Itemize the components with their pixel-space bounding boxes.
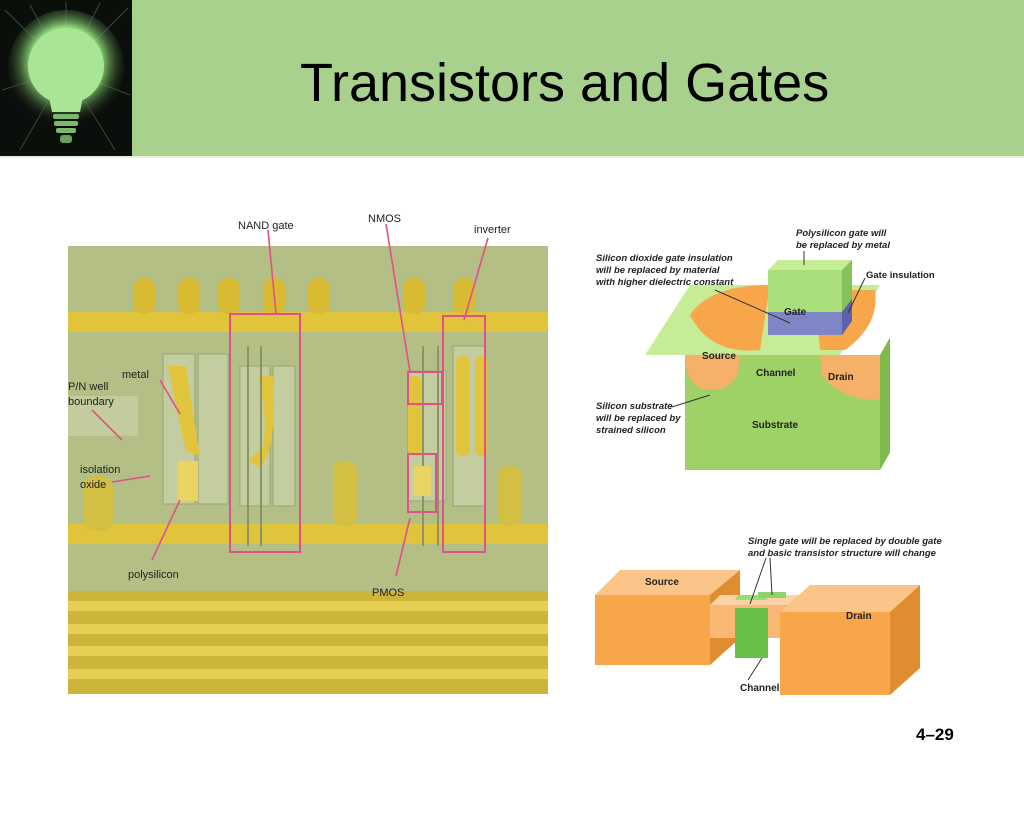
planar-source-label: Source xyxy=(702,351,736,362)
isolation-oxide-label-2: oxide xyxy=(80,479,107,491)
pn-well-label-2: boundary xyxy=(68,396,114,408)
planar-gate-label: Gate xyxy=(784,307,807,318)
sio2-callout-1: Silicon dioxide gate insulation xyxy=(596,253,733,264)
pmos-highlight xyxy=(407,453,437,513)
nand-gate-highlight xyxy=(229,313,301,553)
planar-channel-label: Channel xyxy=(756,368,796,379)
planar-drain-label: Drain xyxy=(828,372,854,383)
slide-number: 4–29 xyxy=(916,725,954,744)
gate-insulation-callout: Gate insulation xyxy=(866,270,935,281)
planar-substrate-label: Substrate xyxy=(752,420,799,431)
double-gate-diagram xyxy=(595,557,920,695)
micrograph-image xyxy=(68,246,548,694)
slide-title: Transistors and Gates xyxy=(300,53,830,113)
sio2-callout-2: will be replaced by material xyxy=(596,265,720,276)
inverter-highlight xyxy=(442,315,486,553)
inverter-label: inverter xyxy=(474,224,511,236)
metal-label: metal xyxy=(122,369,149,381)
chip-micrograph xyxy=(68,246,548,694)
micrograph-pointers xyxy=(91,223,489,577)
dg-channel-label: Channel xyxy=(740,683,780,694)
sio2-callout-3: with higher dielectric constant xyxy=(596,277,734,288)
polysilicon-callout-1: Polysilicon gate will xyxy=(796,228,887,239)
pmos-label: PMOS xyxy=(372,587,405,599)
slide-header: Transistors and Gates xyxy=(0,0,1024,156)
pn-well-label-1: P/N well xyxy=(68,381,109,393)
isolation-oxide-label-1: isolation xyxy=(80,464,121,476)
substrate-callout-2: will be replaced by xyxy=(596,413,681,424)
dg-source-label: Source xyxy=(645,577,679,588)
planar-transistor-diagram xyxy=(645,251,890,470)
lightbulb-icon xyxy=(1,2,131,151)
double-gate-callout-1: Single gate will be replaced by double g… xyxy=(748,536,942,547)
nand-gate-label: NAND gate xyxy=(238,220,294,232)
lightbulb-logo xyxy=(0,0,132,156)
polysilicon-callout-2: be replaced by metal xyxy=(796,240,890,251)
nmos-label: NMOS xyxy=(368,213,401,225)
substrate-callout-1: Silicon substrate xyxy=(596,401,673,412)
substrate-callout-3: strained silicon xyxy=(596,425,666,436)
double-gate-callout-2: and basic transistor structure will chan… xyxy=(748,548,936,559)
dg-drain-label: Drain xyxy=(846,611,872,622)
header-divider xyxy=(0,156,1024,158)
polysilicon-label: polysilicon xyxy=(128,569,179,581)
